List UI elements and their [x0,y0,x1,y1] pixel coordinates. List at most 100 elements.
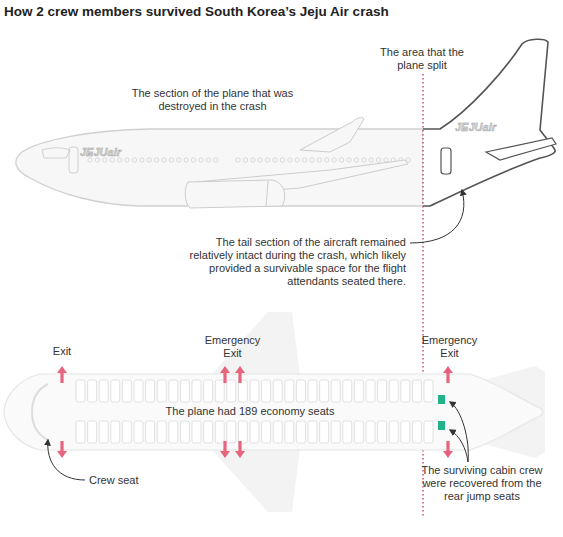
crew-seat-label: Crew seat [89,474,159,487]
seat [204,380,213,402]
seat [262,421,271,443]
window [310,158,314,162]
seat [204,421,213,443]
seat [250,380,259,402]
window [384,158,388,162]
seat [412,421,421,443]
leader-line [410,190,464,243]
window [354,158,358,162]
seat [238,380,247,402]
seat [238,421,247,443]
window [273,158,277,162]
destroyed-note: The section of the plane that was destro… [120,87,305,113]
seat [285,421,294,443]
seat [296,421,305,443]
tail-logo: JEJUair [455,121,525,133]
window [169,158,173,162]
window [103,158,107,162]
window [154,158,158,162]
window [288,158,292,162]
seat [88,421,97,443]
window [140,158,144,162]
window [251,158,255,162]
seat [122,421,131,443]
top-fuselage [4,374,543,450]
seat [88,380,97,402]
leader-line [450,402,468,462]
seat [389,380,398,402]
window [325,158,329,162]
seat [134,421,143,443]
seat [424,380,433,402]
engine-line [266,181,268,207]
seat-count: The plane had 189 economy seats [140,405,360,418]
leader-line [48,440,85,480]
window [339,158,343,162]
exit-label: Exit [44,345,80,358]
seat [389,421,398,443]
seat [180,380,189,402]
seat [146,421,155,443]
exit-arrow [220,366,230,383]
jump-seat [438,421,445,430]
fuselage-logo: JEJUair [80,146,200,158]
exit-arrow [235,366,245,383]
far-wing [300,118,364,152]
seat [273,421,282,443]
cockpit-window [42,148,70,158]
window [243,158,247,162]
side-view [16,39,556,208]
seat [250,421,259,443]
seat [122,380,131,402]
seat [273,380,282,402]
window [117,158,121,162]
seat [424,421,433,443]
window [265,158,269,162]
seat [262,380,271,402]
engine [185,180,285,208]
seat [169,380,178,402]
window [132,158,136,162]
window [302,158,306,162]
seat [320,380,329,402]
seat [366,421,375,443]
seat [354,380,363,402]
window [162,158,166,162]
window [199,158,203,162]
window [236,158,240,162]
split-note: The area that the plane split [372,46,472,72]
seat [378,421,387,443]
window [317,158,321,162]
seat [285,380,294,402]
seat-rows [76,380,433,443]
window [369,158,373,162]
seat [343,421,352,443]
window-row [88,158,411,162]
seat [111,421,120,443]
tail-note: The tail section of the aircraft remaine… [180,236,406,288]
seat [169,421,178,443]
exit-arrow [220,441,230,458]
seat [180,421,189,443]
emergency-exit-label: Emergency Exit [412,334,487,360]
title: How 2 crew members survived South Korea’… [4,4,389,19]
seat [366,380,375,402]
seat [157,421,166,443]
window [147,158,151,162]
window [184,158,188,162]
seat [192,421,201,443]
seat [401,421,410,443]
seat [343,380,352,402]
exit-arrow [235,441,245,458]
seat [354,421,363,443]
jump-seat [438,395,445,404]
lower-wing [210,448,300,512]
exit-arrow [443,366,453,383]
seat [99,421,108,443]
window [347,158,351,162]
window [88,158,92,162]
window [125,158,129,162]
window [376,158,380,162]
window [110,158,114,162]
